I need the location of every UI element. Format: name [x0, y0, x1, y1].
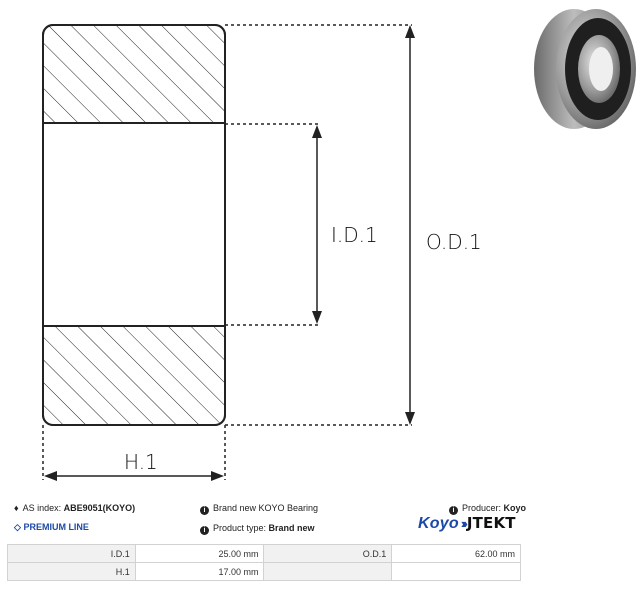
spec-label: I.D.1: [7, 544, 136, 563]
info-icon: i: [200, 526, 209, 535]
koyo-wordmark: Koyo: [418, 515, 459, 532]
premium-line: ◇ PREMIUM LINE: [14, 522, 89, 533]
chevrons-icon: ›››: [460, 516, 468, 531]
condition: i Brand new KOYO Bearing: [200, 503, 318, 515]
table-row: I.D.1 25.00 mm O.D.1 62.00 mm: [7, 544, 521, 563]
diamond-icon: ◇: [14, 522, 21, 532]
spec-label: H.1: [7, 562, 136, 581]
od-label: O.D.1: [426, 230, 482, 254]
spec-value: [391, 562, 521, 581]
producer-label: Producer:: [462, 503, 502, 513]
spec-label: [263, 562, 393, 581]
table-row: H.1 17.00 mm: [7, 562, 521, 581]
spec-value: 62.00 mm: [391, 544, 521, 563]
premium-line-text: PREMIUM LINE: [23, 522, 89, 532]
condition-text: Brand new KOYO Bearing: [213, 503, 319, 513]
product-type: i Product type: Brand new: [200, 523, 315, 535]
bearing-photo: [534, 9, 636, 129]
jtekt-wordmark: JTEKT: [466, 514, 516, 532]
spec-value: 25.00 mm: [134, 544, 265, 563]
producer: i Producer: Koyo: [449, 503, 526, 515]
as-index-value: ABE9051(KOYO): [63, 503, 136, 513]
spec-value: 17.00 mm: [134, 562, 265, 581]
spec-table: I.D.1 25.00 mm O.D.1 62.00 mm H.1 17.00 …: [7, 544, 521, 581]
outer-ring-section-bottom: [44, 327, 224, 424]
h-label: H.1: [124, 450, 158, 474]
product-type-value: Brand new: [268, 523, 315, 533]
as-index-label: AS index:: [22, 503, 62, 513]
as-index: ♦AS index: ABE9051(KOYO): [14, 503, 135, 513]
product-type-label: Product type:: [213, 523, 267, 533]
spec-label: O.D.1: [263, 544, 393, 563]
producer-value: Koyo: [503, 503, 527, 513]
info-icon: i: [449, 506, 458, 515]
bearing-technical-drawing: O.D.1 I.D.1 H.1: [42, 24, 482, 481]
id-label: I.D.1: [331, 223, 378, 247]
koyo-jtekt-logo: Koyo›››JTEKT: [418, 514, 516, 533]
info-icon: i: [200, 506, 209, 515]
outer-ring-section-top: [44, 26, 224, 123]
tag-icon: ♦: [14, 503, 19, 513]
